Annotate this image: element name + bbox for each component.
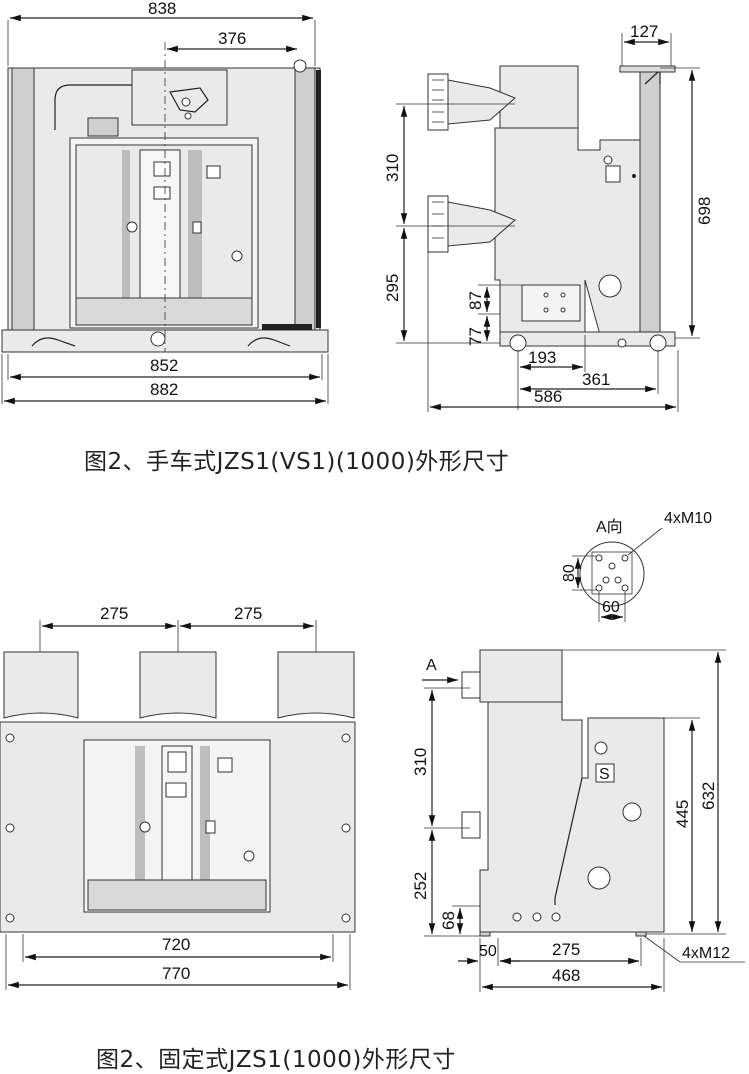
fig2-detail-a: A向 4xM10 80 60	[561, 510, 712, 622]
dim-50: 50	[479, 943, 497, 960]
detail-dim-60: 60	[602, 599, 620, 616]
detail-title: A向	[596, 518, 623, 536]
bolt-label-m12: 4xM12	[682, 945, 730, 962]
dim-68: 68	[439, 911, 458, 930]
dim-698: 698	[695, 197, 714, 225]
view-arrow-label: A	[426, 657, 437, 674]
dim-275-left: 275	[100, 604, 128, 623]
dim-77: 77	[466, 327, 485, 346]
dim-295: 295	[383, 274, 402, 302]
dim-275: 275	[552, 940, 580, 959]
dim-445: 445	[673, 800, 692, 828]
fig2-front-view: 275 275 720 770	[0, 604, 356, 990]
fig1-front-view: 838 376 852 882	[1, 0, 329, 405]
fig1-side-view: 127 698 310 295 87 77 193 361 586	[383, 22, 714, 412]
dim-193: 193	[528, 348, 556, 367]
dim-770: 770	[162, 964, 190, 983]
figure1-caption: 图2、手车式JZS1(VS1)(1000)外形尺寸	[84, 449, 510, 475]
dim-632: 632	[699, 782, 718, 810]
detail-dim-80: 80	[561, 564, 578, 582]
fig2-side-view: S A 310 252 68 445 632 50	[411, 649, 745, 992]
dim-310-a: 310	[383, 154, 402, 182]
dim-586: 586	[534, 387, 562, 406]
detail-bolt: 4xM10	[664, 510, 712, 527]
dim-838: 838	[148, 0, 176, 18]
dim-882: 882	[150, 380, 178, 399]
dim-275-right: 275	[234, 604, 262, 623]
dim-310-b: 310	[411, 748, 430, 776]
dim-127: 127	[630, 22, 658, 41]
dim-252: 252	[411, 872, 430, 900]
figure2-caption: 图2、固定式JZS1(1000)外形尺寸	[96, 1047, 456, 1073]
dim-87: 87	[466, 291, 485, 310]
dim-361: 361	[582, 370, 610, 389]
dim-852: 852	[150, 356, 178, 375]
dim-376: 376	[218, 29, 246, 48]
dim-720: 720	[162, 935, 190, 954]
dim-468: 468	[552, 966, 580, 985]
switch-symbol-icon: S	[599, 766, 610, 783]
